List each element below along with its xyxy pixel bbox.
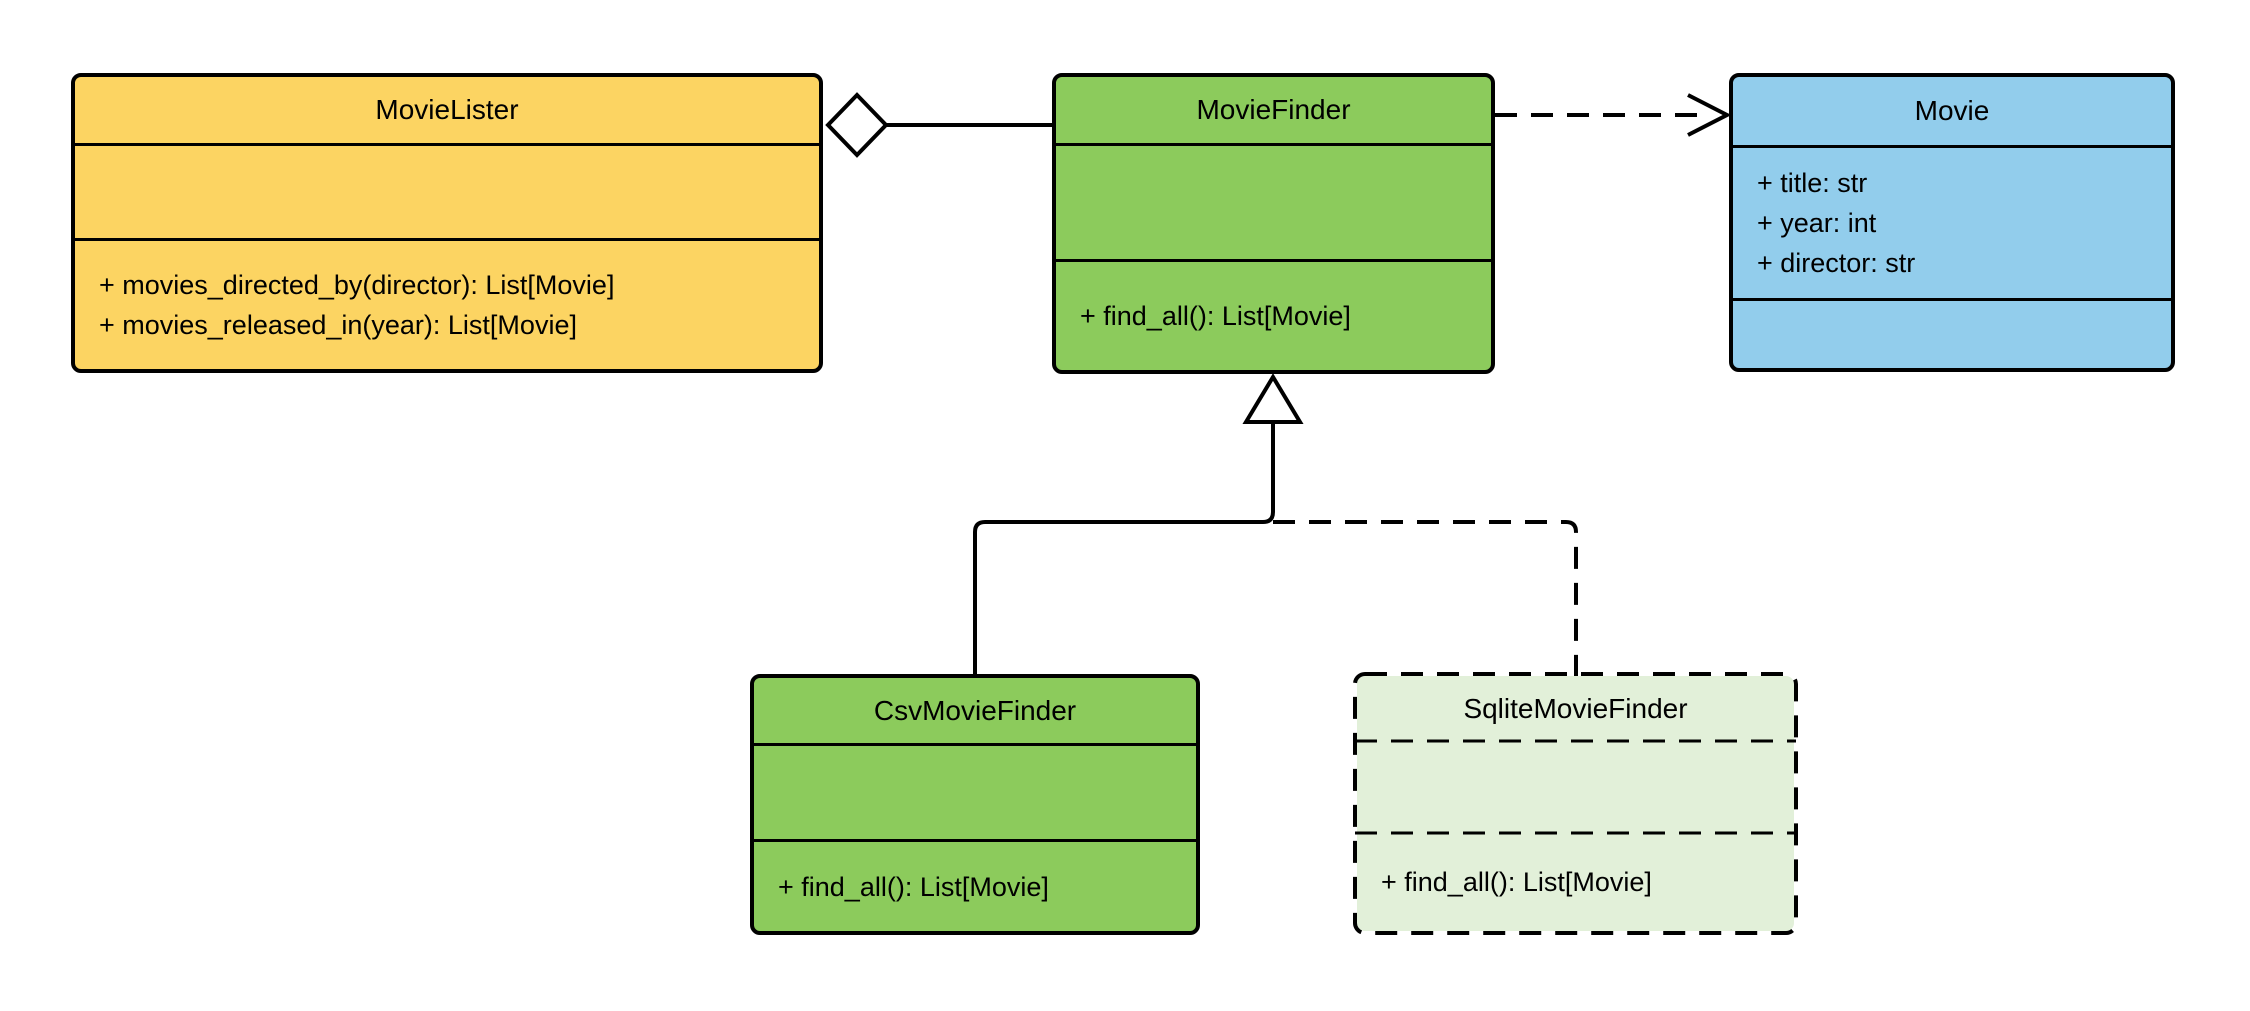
method-label: + find_all(): List[Movie] <box>778 871 1049 902</box>
class-box-csvmoviefinder[interactable]: CsvMovieFinder + find_all(): List[Movie] <box>750 674 1200 935</box>
methods-section-moviefinder: + find_all(): List[Movie] <box>1056 259 1491 370</box>
attributes-section-movielister <box>75 143 819 238</box>
attribute-label: + year: int <box>1757 208 1877 238</box>
method-label: + find_all(): List[Movie] <box>1080 301 1351 331</box>
inheritance-triangle-icon <box>1242 373 1304 424</box>
methods-section-movielister: + movies_directed_by(director): List[Mov… <box>75 238 819 369</box>
class-title-csvmoviefinder: CsvMovieFinder <box>873 694 1077 726</box>
aggregation-diamond-icon <box>825 92 889 158</box>
attribute-label: + title: str <box>1757 168 1868 198</box>
methods-section-movie <box>1733 298 2171 368</box>
attributes-section-csvmoviefinder <box>754 743 1196 839</box>
class-box-movielister[interactable]: MovieLister + movies_directed_by(directo… <box>71 73 823 373</box>
class-title-sqlitemoviefinder: SqliteMovieFinder <box>1463 692 1688 724</box>
class-title-moviefinder: MovieFinder <box>1196 94 1351 125</box>
attributes-section-moviefinder <box>1056 143 1491 259</box>
methods-section-csvmoviefinder: + find_all(): List[Movie] <box>754 839 1196 931</box>
method-label: + find_all(): List[Movie] <box>1381 867 1652 897</box>
inheritance-line-csvmoviefinder-moviefinder[interactable] <box>973 422 1275 676</box>
attributes-section-sqlitemoviefinder <box>1357 741 1794 833</box>
class-title-movielister: MovieLister <box>375 94 519 125</box>
methods-section-sqlitemoviefinder: + find_all(): List[Movie] <box>1357 833 1794 931</box>
method-label: + movies_released_in(year): List[Movie] <box>99 310 577 340</box>
class-box-movie[interactable]: Movie + title: str + year: int + directo… <box>1729 73 2175 372</box>
attributes-section-movie: + title: str + year: int + director: str <box>1733 145 2171 298</box>
dependency-open-arrow-icon <box>1687 93 1732 137</box>
inheritance-line-sqlitemoviefinder-moviefinder[interactable] <box>1273 520 1578 676</box>
class-box-sqlitemoviefinder[interactable]: SqliteMovieFinder + find_all(): List[Mov… <box>1357 676 1794 931</box>
class-box-moviefinder[interactable]: MovieFinder + find_all(): List[Movie] <box>1052 73 1495 374</box>
method-label: + movies_directed_by(director): List[Mov… <box>99 270 615 300</box>
attribute-label: + director: str <box>1757 248 1916 278</box>
class-title-movie: Movie <box>1914 95 1990 126</box>
